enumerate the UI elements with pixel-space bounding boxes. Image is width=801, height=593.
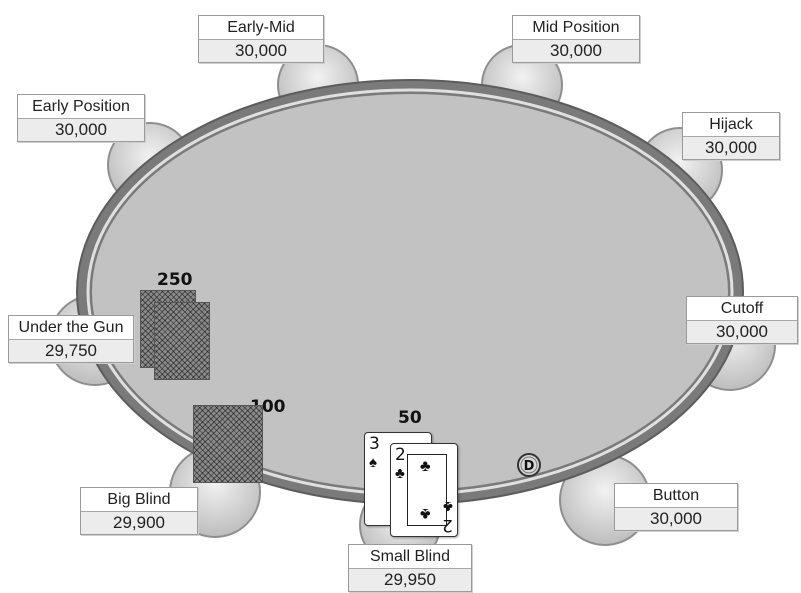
seat-name: Early-Mid [199, 16, 323, 40]
seat-chip-count: 30,000 [199, 40, 323, 62]
table-felt [92, 94, 728, 490]
seat-chip-count: 30,000 [513, 40, 639, 62]
card-rank: 3 [369, 434, 380, 454]
card-back-bb [193, 405, 263, 483]
club-icon: ♣ [395, 465, 405, 482]
seat-plate-under-the-gun: Under the Gun 29,750 [8, 315, 134, 363]
seat-plate-small-blind: Small Blind 29,950 [348, 544, 472, 592]
club-icon: ♣ [443, 498, 453, 515]
seat-plate-hijack: Hijack 30,000 [682, 112, 780, 160]
club-icon: ♣ [420, 505, 431, 522]
card-back-utg-2 [154, 302, 210, 380]
seat-chip-count: 30,000 [683, 137, 779, 159]
seat-chip-count: 29,900 [81, 512, 197, 534]
bet-under-the-gun: 250 [157, 270, 193, 290]
seat-name: Under the Gun [9, 316, 133, 340]
seat-plate-mid-position: Mid Position 30,000 [512, 15, 640, 63]
card-rank-inverted: 2 [442, 515, 453, 535]
seat-chip-count: 29,950 [349, 569, 471, 591]
dealer-button-label: D [524, 459, 535, 474]
card-rank: 2 [395, 445, 406, 465]
seat-name: Early Position [18, 95, 144, 119]
seat-plate-cutoff: Cutoff 30,000 [686, 296, 798, 344]
card-two-of-clubs: 2 ♣ ♣ ♣ ♣ 2 [390, 443, 458, 537]
seat-chip-count: 29,750 [9, 340, 133, 362]
seat-plate-early-mid: Early-Mid 30,000 [198, 15, 324, 63]
seat-name: Small Blind [349, 545, 471, 569]
seat-name: Big Blind [81, 488, 197, 512]
card-rank-inverted-text: 2 [442, 515, 453, 535]
seat-name: Cutoff [687, 297, 797, 321]
club-icon: ♣ [420, 458, 431, 475]
bet-small-blind: 50 [398, 408, 422, 428]
seat-chip-count: 30,000 [687, 321, 797, 343]
dealer-button-ring [520, 456, 538, 474]
seat-name: Button [615, 484, 737, 508]
card-face-frame: ♣ ♣ [407, 454, 447, 526]
spade-icon: ♠ [369, 454, 377, 471]
seat-plate-big-blind: Big Blind 29,900 [80, 487, 198, 535]
seat-plate-early-position: Early Position 30,000 [17, 94, 145, 142]
seat-name: Hijack [683, 113, 779, 137]
seat-chip-count: 30,000 [18, 119, 144, 141]
seat-plate-button: Button 30,000 [614, 483, 738, 531]
seat-name: Mid Position [513, 16, 639, 40]
seat-chip-count: 30,000 [615, 508, 737, 530]
